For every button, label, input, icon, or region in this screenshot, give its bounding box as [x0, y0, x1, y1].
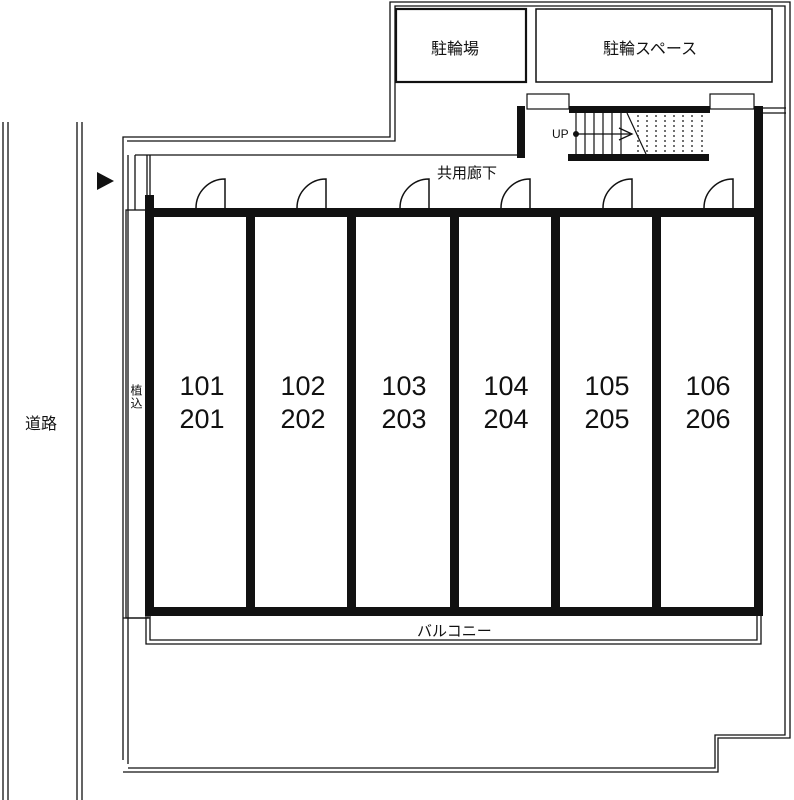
planting-label: 植込 — [129, 384, 143, 410]
balcony-label: バルコニー — [417, 622, 492, 640]
door-swings — [195, 178, 734, 209]
site-boundary — [122, 1, 791, 773]
bicycle-space-label: 駐輪スペース — [603, 39, 698, 58]
unit-number-floor1: 104 — [483, 371, 529, 401]
unit-number-floor2: 205 — [584, 404, 630, 434]
unit-walls — [145, 195, 763, 616]
bicycle-parking-label: 駐輪場 — [431, 39, 480, 58]
bicycle-parking-box — [394, 7, 528, 84]
unit-number-floor1: 101 — [179, 371, 225, 401]
unit-label-3: 103 203 — [359, 370, 449, 436]
bicycle-space-box — [535, 8, 773, 83]
unit-number-floor2: 206 — [685, 404, 731, 434]
unit-number-floor1: 105 — [584, 371, 630, 401]
unit-label-4: 104 204 — [461, 370, 551, 436]
unit-label-6: 106 206 — [663, 370, 753, 436]
road-lines — [2, 122, 83, 800]
unit-label-2: 102 202 — [258, 370, 348, 436]
stairwell — [517, 93, 786, 216]
unit-number-floor2: 202 — [280, 404, 326, 434]
unit-number-floor1: 106 — [685, 371, 731, 401]
unit-label-5: 105 205 — [562, 370, 652, 436]
unit-number-floor2: 203 — [381, 404, 427, 434]
unit-label-1: 101 201 — [157, 370, 247, 436]
unit-number-floor2: 201 — [179, 404, 225, 434]
unit-number-floor2: 204 — [483, 404, 529, 434]
unit-number-floor1: 103 — [381, 371, 427, 401]
unit-number-floor1: 102 — [280, 371, 326, 401]
corridor-label: 共用廊下 — [437, 164, 498, 182]
road-label: 道路 — [25, 414, 58, 433]
entrance-arrow-icon — [97, 172, 114, 190]
stairs-up-label: UP — [552, 127, 569, 141]
balcony-outline — [145, 616, 762, 645]
